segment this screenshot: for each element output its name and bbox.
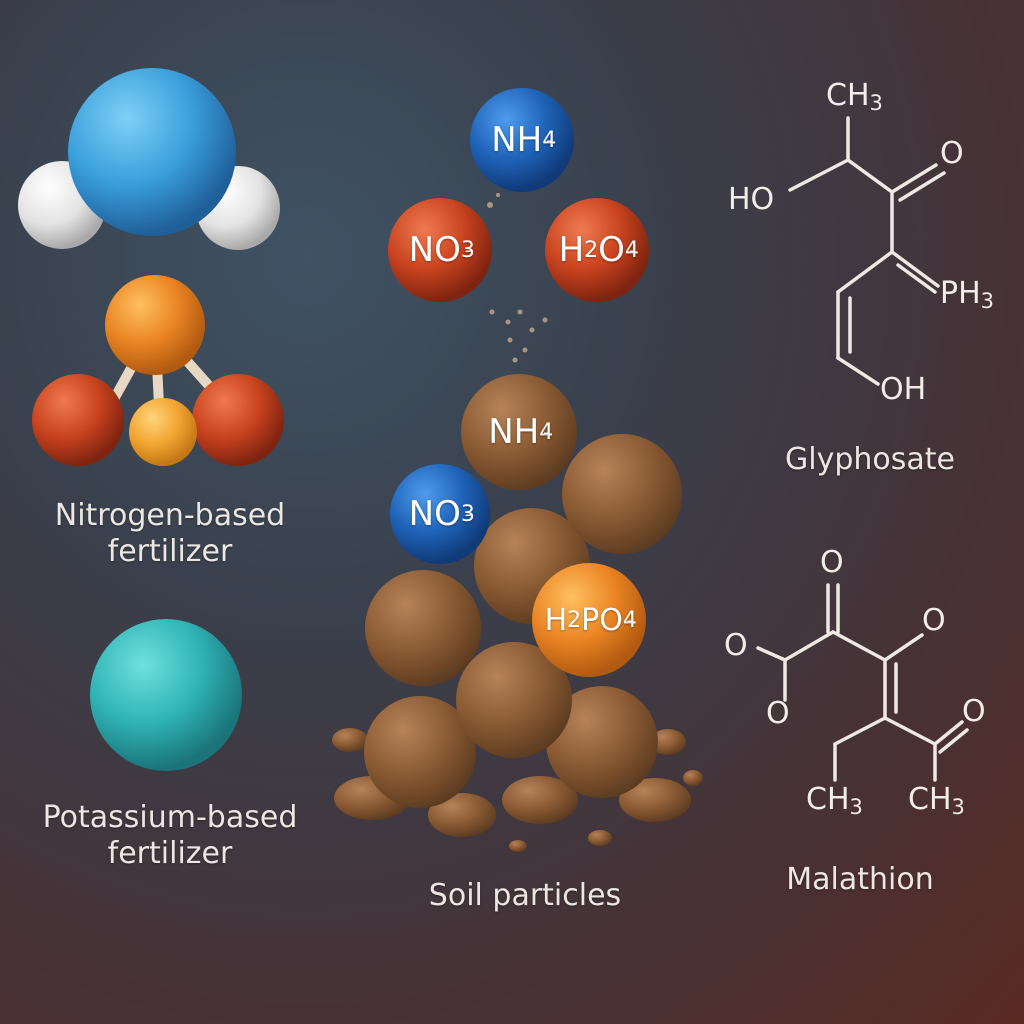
malathion-structure	[756, 583, 969, 782]
soil-particle	[365, 570, 481, 686]
nitrogen-fertilizer-model	[32, 275, 284, 466]
ion-ball-no3-soil	[390, 464, 490, 564]
glyphosate-ph3: PH3	[940, 276, 995, 313]
glyphosate-caption: Glyphosate	[785, 442, 955, 477]
malathion-o-right: O	[922, 603, 946, 638]
soil-particle	[456, 642, 572, 758]
malathion-o-left: O	[724, 628, 748, 663]
particle-dots	[487, 193, 548, 363]
malathion-o-bottom-left: O	[766, 696, 790, 731]
water-molecule-model	[18, 68, 280, 250]
red-atom-left	[32, 374, 124, 466]
ion-ball-nh4-top	[470, 88, 574, 192]
glyphosate-o: O	[940, 136, 964, 171]
soil-pile	[332, 374, 703, 852]
malathion-ch3-left: CH3	[806, 782, 863, 819]
soil-particles-caption: Soil particles	[428, 878, 622, 913]
soil-particle	[364, 696, 476, 808]
glyphosate-ho: HO	[728, 182, 775, 217]
glyphosate-structure	[788, 116, 946, 386]
nitrogen-fertilizer-caption: Nitrogen-based fertilizer	[20, 498, 320, 570]
malathion-o-top: O	[820, 545, 844, 580]
nitrogen-caption-line-2: fertilizer	[107, 534, 233, 569]
orange-center-atom	[105, 275, 205, 375]
nitrogen-caption-line-1: Nitrogen-based	[54, 498, 286, 533]
ion-ball-nh4-soil	[461, 374, 577, 490]
glyphosate-oh: OH	[880, 372, 927, 407]
soil-particle	[546, 686, 658, 798]
ion-ball-h2o4-top	[545, 198, 649, 302]
oxygen-atom	[68, 68, 236, 236]
small-orange-atom	[129, 398, 197, 466]
malathion-o-bottom-right: O	[962, 694, 986, 729]
malathion-caption: Malathion	[786, 862, 934, 897]
ion-ball-h2po4-soil	[532, 563, 646, 677]
potassium-sphere	[90, 619, 242, 771]
red-atom-right	[192, 374, 284, 466]
malathion-ch3-right: CH3	[908, 782, 965, 819]
potassium-caption-line-1: Potassium-based	[42, 800, 298, 835]
potassium-fertilizer-caption: Potassium-based fertilizer	[20, 800, 320, 872]
potassium-caption-line-2: fertilizer	[107, 836, 233, 871]
ion-ball-no3-top	[388, 198, 492, 302]
glyphosate-ch3: CH3	[826, 78, 883, 115]
soil-particle	[562, 434, 682, 554]
